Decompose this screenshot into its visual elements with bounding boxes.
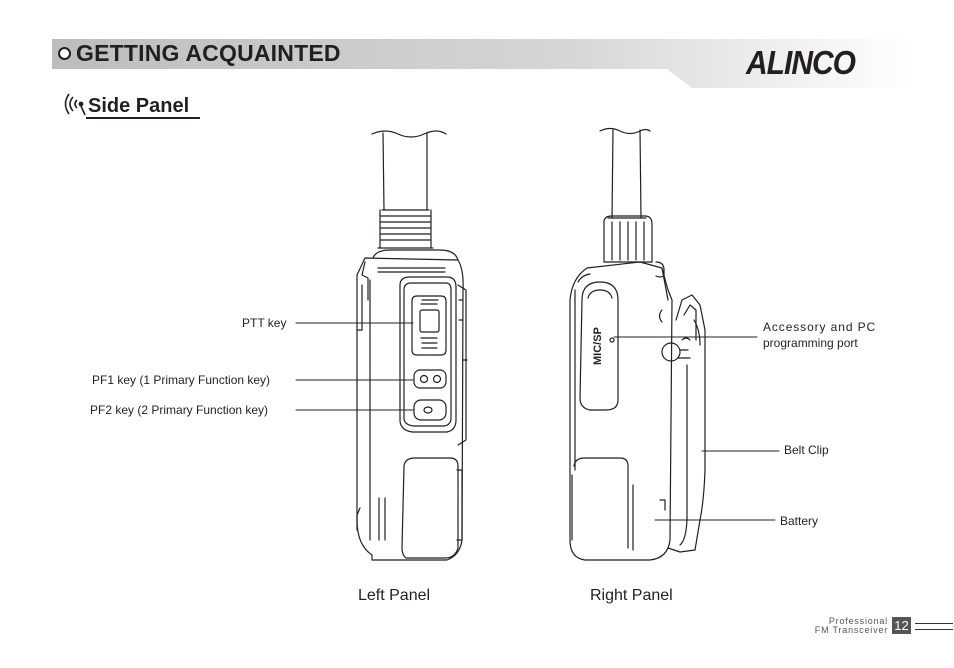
footer-line1: Professional [828, 616, 888, 626]
battery-label: Battery [780, 514, 819, 528]
leader-lines [295, 322, 780, 521]
left-panel-caption: Left Panel [358, 587, 431, 604]
accessory-port-label-line2: programming port [763, 336, 858, 350]
accessory-port-label-line1: Accessory and PC [763, 320, 877, 334]
section-underline [86, 117, 200, 119]
page-title: GETTING ACQUAINTED [76, 40, 341, 66]
pf2-key-label: PF2 key (2 Primary Function key) [90, 403, 269, 417]
header-bullet-icon [58, 47, 71, 60]
left-radio-drawing [356, 130, 468, 561]
footer-rule-top [915, 623, 953, 624]
right-radio-drawing [569, 127, 706, 561]
page-number: 12 [892, 617, 911, 634]
section-title: Side Panel [88, 95, 190, 117]
footer-rule-bottom [915, 629, 953, 630]
ptt-key-label: PTT key [242, 316, 287, 330]
right-panel-caption: Right Panel [590, 587, 673, 604]
header-band [52, 39, 912, 89]
signal-waves-icon [64, 93, 86, 116]
mic-sp-label: MIC/SP [592, 327, 604, 365]
footer-line2: FM Transceiver [814, 625, 888, 635]
pf1-key-label: PF1 key (1 Primary Function key) [92, 373, 271, 387]
belt-clip-label: Belt Clip [784, 443, 829, 457]
brand-logo: ALINCO [746, 45, 856, 82]
